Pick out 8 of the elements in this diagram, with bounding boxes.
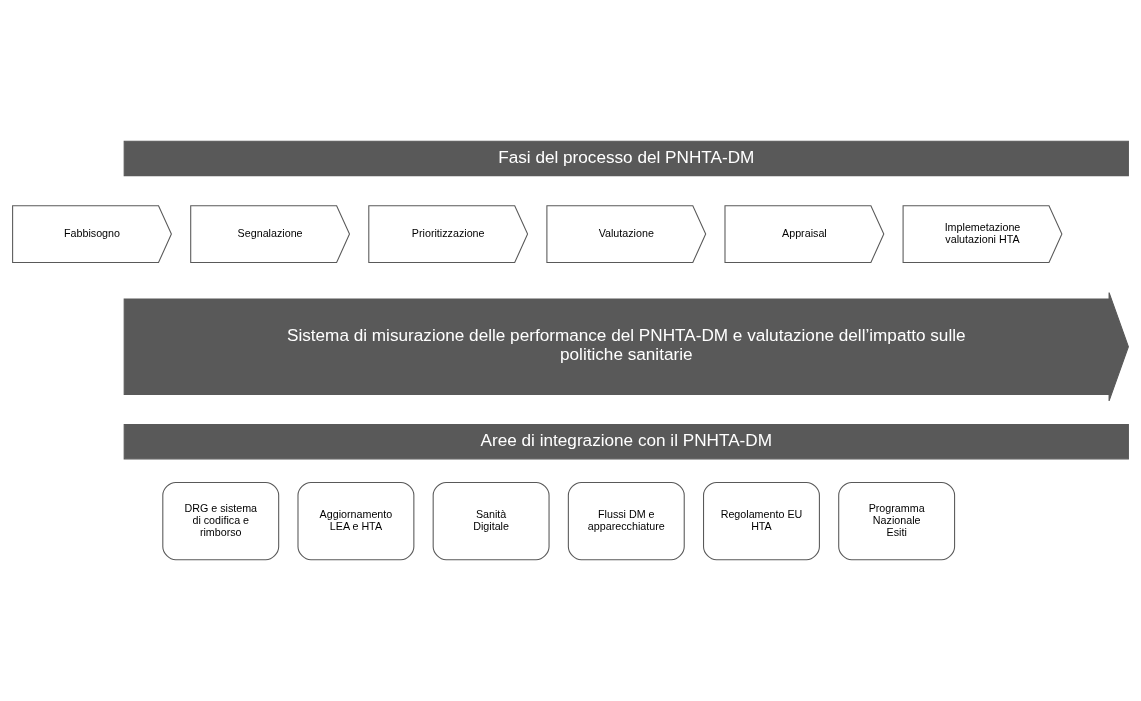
node-box: Programma Nazionale Esiti	[838, 481, 956, 561]
node-box: Flussi DM e apparecchiature	[567, 481, 685, 561]
node-box: Aggiornamento LEA e HTA	[297, 481, 415, 561]
node-box: DRG e sistema di codifica e rimborso	[162, 481, 280, 561]
node-box: Fasi del processo del PNHTA-DM	[123, 140, 1129, 177]
node-box: Aree di integrazione con il PNHTA-DM	[123, 424, 1129, 460]
node-box: Sanità Digitale	[432, 481, 550, 561]
node-box: Regolamento EU HTA	[703, 481, 820, 561]
